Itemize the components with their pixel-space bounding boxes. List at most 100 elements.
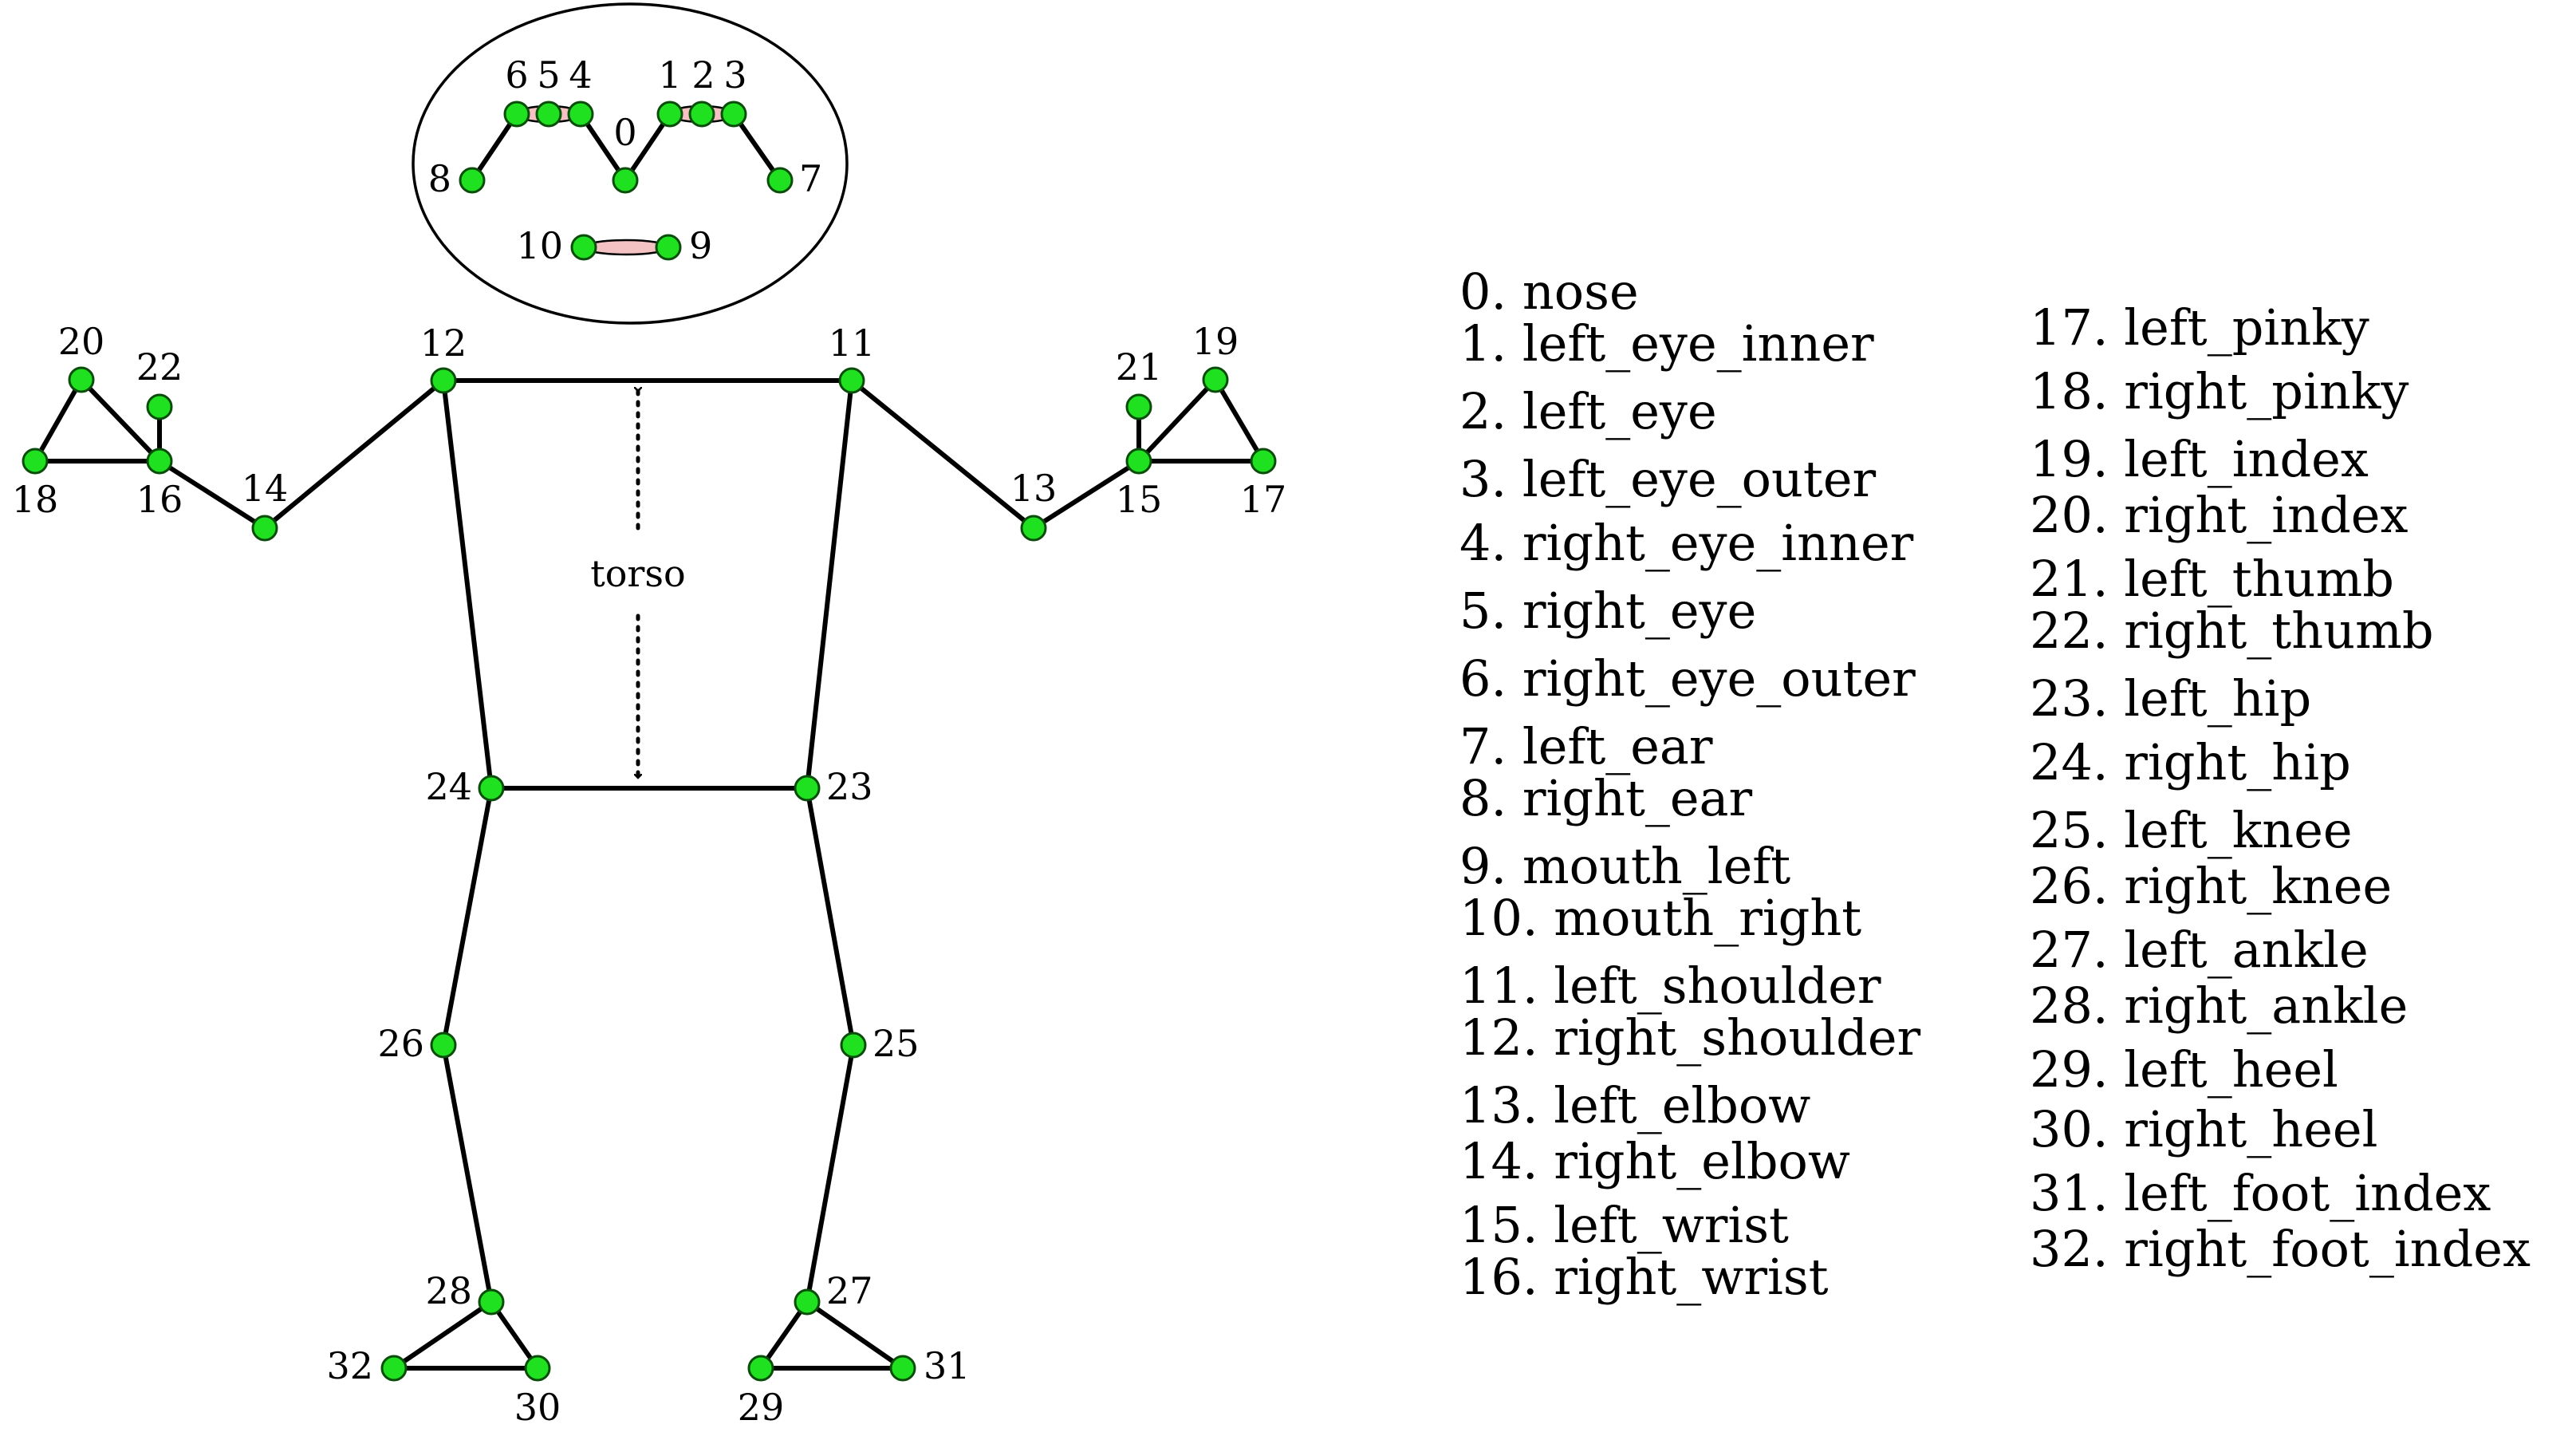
joint-right-wrist — [146, 448, 173, 475]
joint-left-index — [1202, 366, 1229, 393]
joint-number-17: 17 — [1240, 478, 1287, 521]
legend-item-left-eye: 2. left_eye — [1459, 382, 1717, 440]
legend-item-mouth-left: 9. mouth_left — [1459, 837, 1791, 895]
joint-number-7: 7 — [799, 157, 822, 200]
joint-nose — [612, 167, 639, 194]
joint-number-22: 22 — [136, 345, 183, 389]
joint-right-pinky — [22, 448, 49, 475]
bone-29-27 — [758, 1300, 809, 1371]
bone-13-15 — [1031, 459, 1141, 531]
joint-mouth-right — [570, 234, 597, 261]
legend-item-left-hip: 23. left_hip — [2030, 669, 2312, 728]
legend-item-right-thumb: 22. right_thumb — [2030, 602, 2434, 660]
face-outline — [412, 2, 849, 325]
joint-number-9: 9 — [689, 224, 712, 267]
bone-8-6 — [470, 112, 519, 183]
joint-right-ankle — [478, 1288, 505, 1316]
bone-12-14 — [262, 378, 446, 531]
joint-number-26: 26 — [377, 1022, 424, 1065]
joint-right-knee — [430, 1032, 457, 1059]
joint-number-25: 25 — [872, 1022, 920, 1065]
joint-number-11: 11 — [829, 322, 876, 365]
bone-27-31 — [805, 1300, 905, 1371]
joint-right-ear — [459, 167, 486, 194]
joint-number-18: 18 — [12, 478, 59, 521]
joint-right-shoulder — [430, 367, 457, 394]
legend-item-left-eye-inner: 1. left_eye_inner — [1459, 314, 1874, 373]
bone-23-25 — [805, 786, 856, 1047]
joint-right-heel — [524, 1355, 551, 1382]
joint-number-23: 23 — [826, 765, 873, 808]
legend-item-left-heel: 29. left_heel — [2030, 1040, 2338, 1099]
legend-item-right-index: 20. right_index — [2030, 486, 2409, 544]
legend-item-right-pinky: 18. right_pinky — [2030, 362, 2409, 420]
joint-right-foot-index — [380, 1355, 408, 1382]
joint-number-8: 8 — [428, 157, 451, 200]
joint-number-29: 29 — [738, 1386, 785, 1429]
legend-item-left-knee: 25. left_knee — [2030, 801, 2353, 859]
legend-item-right-eye-inner: 4. right_eye_inner — [1459, 514, 1914, 572]
bone-17-19 — [1213, 377, 1266, 464]
bone-25-27 — [805, 1043, 856, 1304]
joint-number-20: 20 — [58, 320, 105, 363]
legend-item-left-elbow: 13. left_elbow — [1459, 1076, 1811, 1134]
legend-item-left-thumb: 21. left_thumb — [2030, 550, 2394, 608]
legend-item-right-eye: 5. right_eye — [1459, 582, 1757, 640]
legend-item-right-hip: 24. right_hip — [2030, 733, 2351, 791]
joint-number-3: 3 — [723, 53, 746, 97]
legend-item-nose: 0. nose — [1459, 262, 1639, 321]
legend-item-left-eye-outer: 3. left_eye_outer — [1459, 450, 1877, 508]
joint-left-knee — [840, 1032, 867, 1059]
joint-number-13: 13 — [1010, 467, 1058, 510]
joint-number-0: 0 — [613, 111, 636, 154]
legend-item-right-ankle: 28. right_ankle — [2030, 976, 2409, 1035]
bone-14-16 — [157, 459, 267, 531]
bone-11-13 — [849, 378, 1036, 531]
bone-11-23 — [805, 378, 854, 791]
legend-item-right-foot-index: 32. right_foot_index — [2030, 1220, 2531, 1278]
joint-left-ear — [766, 167, 794, 194]
bone-19-15 — [1136, 377, 1218, 464]
joint-right-eye-outer — [503, 101, 530, 128]
legend-item-left-wrist: 15. left_wrist — [1459, 1196, 1789, 1254]
bone-3-7 — [731, 112, 782, 183]
legend-item-right-knee: 26. right_knee — [2030, 857, 2393, 915]
joint-right-index — [68, 366, 95, 393]
joint-left-elbow — [1020, 515, 1047, 542]
bone-26-28 — [441, 1043, 494, 1304]
joint-number-10: 10 — [516, 224, 563, 267]
joint-number-27: 27 — [826, 1269, 873, 1312]
joint-number-19: 19 — [1192, 320, 1239, 363]
joint-left-eye-outer — [720, 101, 747, 128]
bone-12-24 — [441, 378, 494, 791]
legend-item-left-ankle: 27. left_ankle — [2030, 921, 2369, 979]
bone-0-1 — [623, 112, 672, 183]
joint-right-thumb — [146, 393, 173, 420]
joint-left-shoulder — [838, 367, 865, 394]
joint-number-4: 4 — [569, 53, 592, 97]
legend-item-right-wrist: 16. right_wrist — [1459, 1248, 1829, 1306]
joint-left-heel — [747, 1355, 774, 1382]
joint-right-elbow — [251, 515, 278, 542]
joint-left-foot-index — [889, 1355, 916, 1382]
joint-number-16: 16 — [136, 478, 183, 521]
bone-18-20 — [33, 377, 84, 464]
joint-right-hip — [478, 775, 505, 802]
joint-number-15: 15 — [1116, 478, 1163, 521]
legend-item-left-shoulder: 11. left_shoulder — [1459, 957, 1881, 1015]
joint-left-eye-inner — [656, 101, 683, 128]
joint-left-thumb — [1125, 393, 1152, 420]
bone-30-28 — [489, 1300, 540, 1371]
joint-number-2: 2 — [691, 53, 715, 97]
joint-left-hip — [794, 775, 821, 802]
bone-24-26 — [441, 786, 494, 1047]
joint-number-30: 30 — [514, 1386, 561, 1429]
joint-number-1: 1 — [658, 53, 681, 97]
legend-item-left-pinky: 17. left_pinky — [2030, 298, 2369, 357]
legend-item-left-ear: 7. left_ear — [1459, 717, 1713, 775]
legend-item-left-foot-index: 31. left_foot_index — [2030, 1164, 2491, 1222]
joint-number-24: 24 — [425, 765, 472, 808]
legend-item-left-index: 19. left_index — [2030, 430, 2369, 488]
